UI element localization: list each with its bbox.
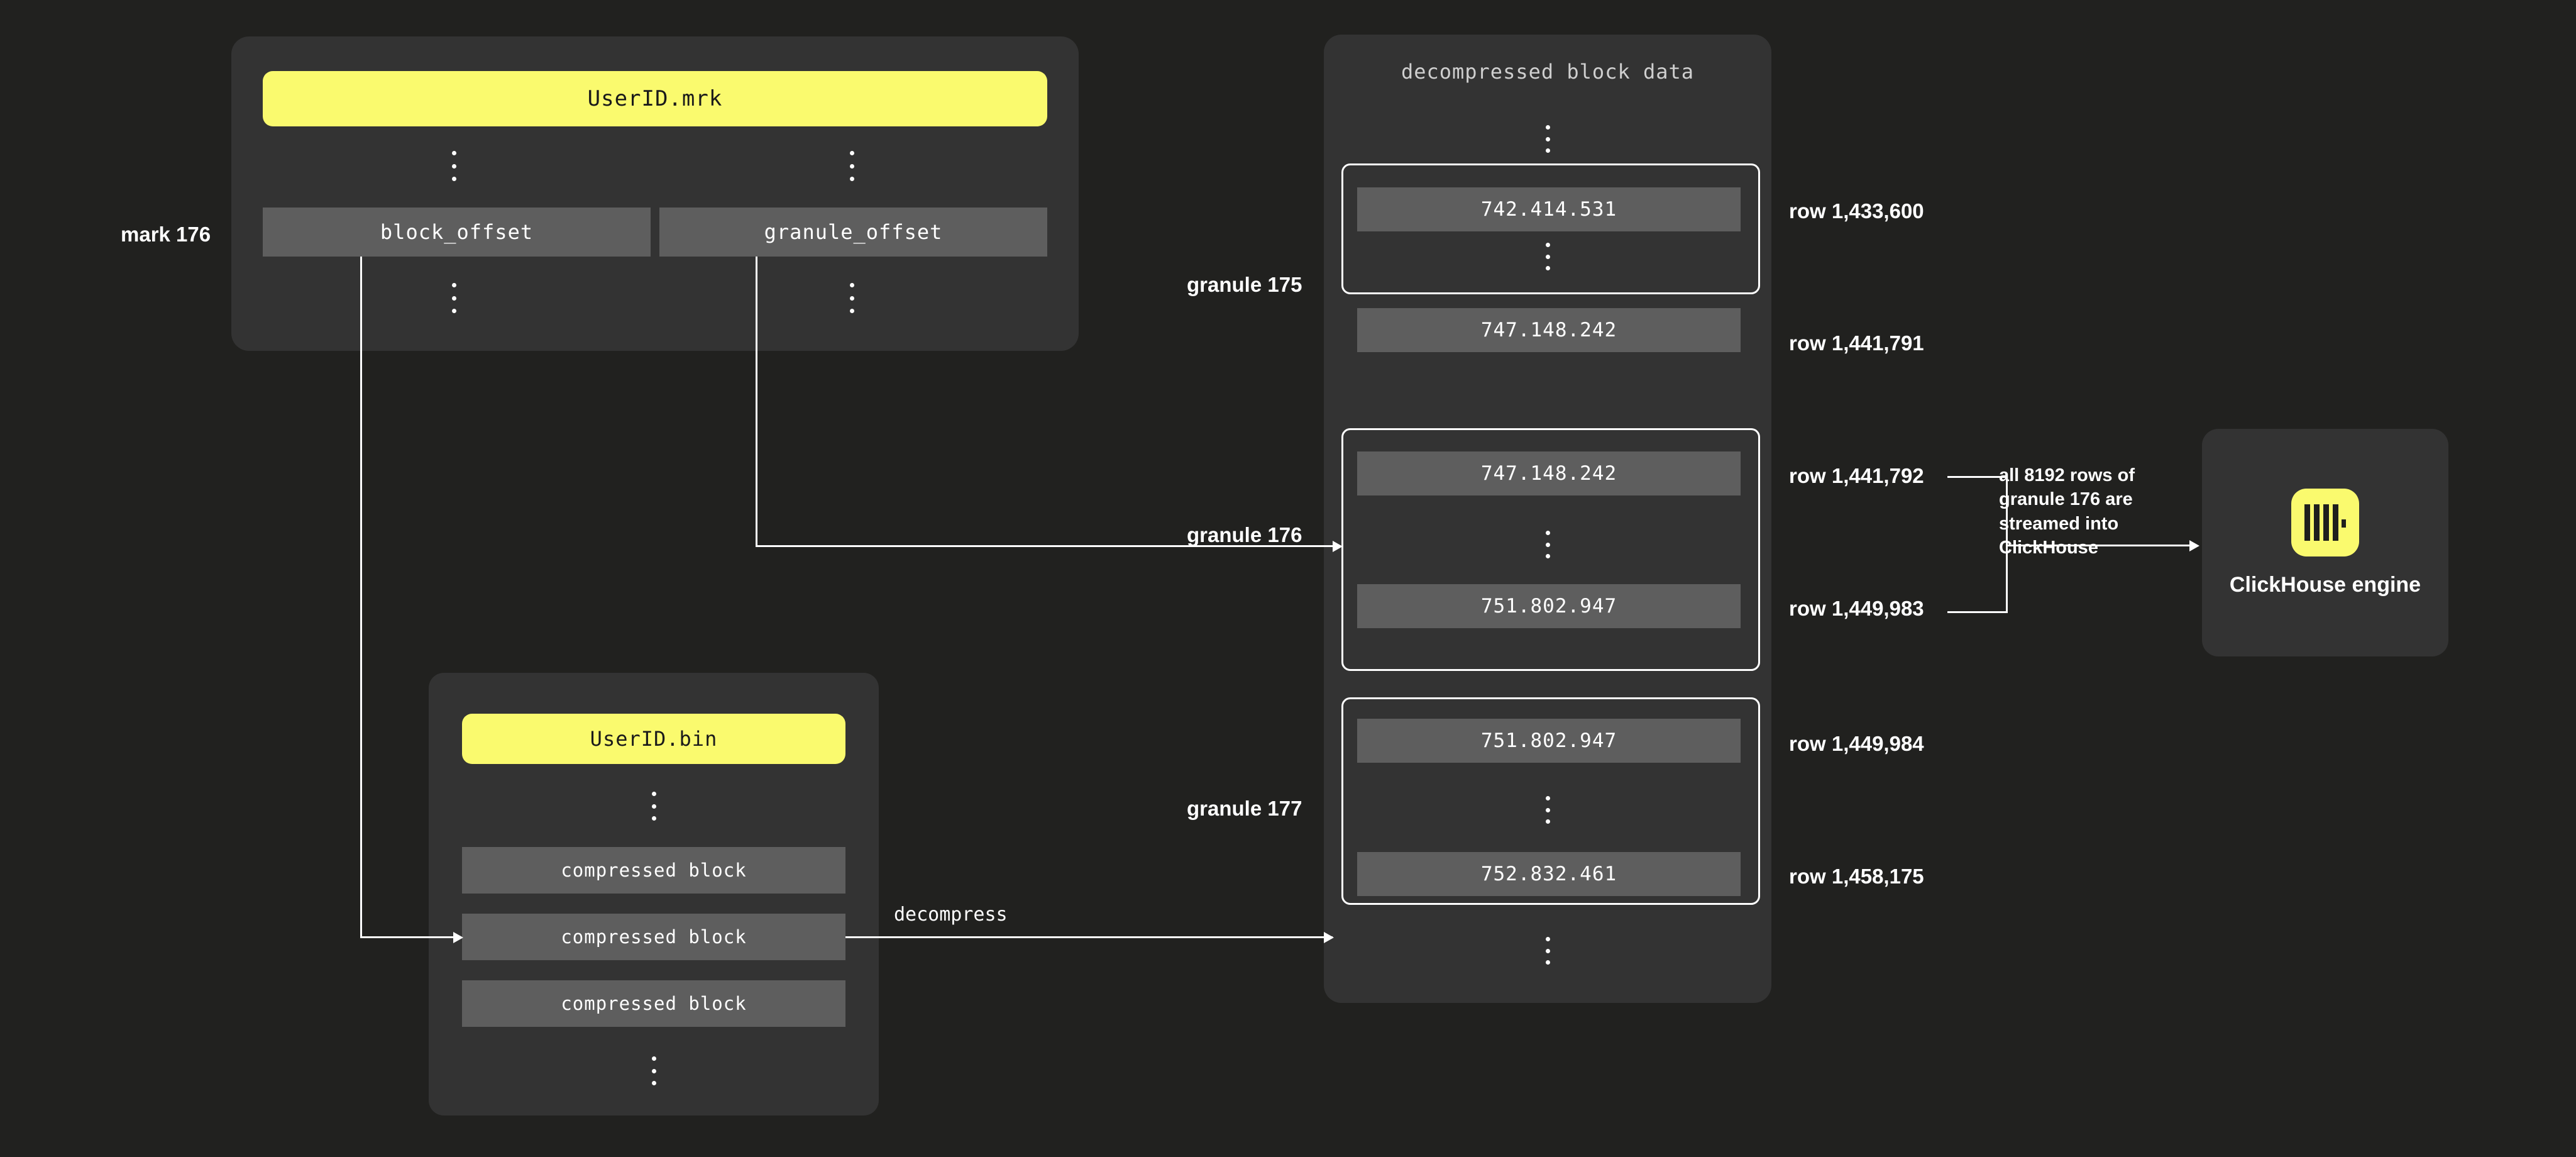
decompress-arrow-line [845, 936, 1333, 938]
decompressed-block-data-title: decompressed block data [1401, 60, 1695, 84]
block-offset-connector-vertical [360, 257, 362, 937]
clickhouse-engine-label: ClickHouse engine [2229, 572, 2421, 597]
mrk-granule-offset-dots-top [849, 151, 854, 181]
granule-175-frame [1341, 163, 1760, 294]
granule-176-inner-dots [1545, 531, 1550, 558]
stream-bracket-bottom [1947, 611, 2008, 613]
decompress-arrowhead [1324, 932, 1334, 943]
stream-arrowhead [2189, 540, 2199, 551]
granule-176-last-row-label: row 1,449,983 [1789, 597, 1924, 620]
decompress-arrow-label: decompress [894, 904, 1008, 926]
granule-175-label: granule 175 [1187, 273, 1302, 296]
granule-177-frame [1341, 697, 1760, 905]
userid-mrk-title: UserID.mrk [263, 71, 1047, 126]
bin-dots-top [651, 792, 656, 821]
bin-dots-bottom [651, 1056, 656, 1085]
mrk-column-granule-offset: granule_offset [659, 208, 1047, 257]
compressed-block-1: compressed block [462, 847, 845, 894]
granule-176-first-row-label: row 1,441,792 [1789, 464, 1924, 487]
granule-175-first-value: 742.414.531 [1357, 187, 1741, 231]
stream-arrow-line [2006, 545, 2194, 546]
granule-177-first-row-label: row 1,449,984 [1789, 732, 1924, 755]
stream-annotation-text: all 8192 rows of granule 176 are streame… [1999, 465, 2135, 558]
granule-176-first-value: 747.148.242 [1357, 451, 1741, 495]
granule-177-label: granule 177 [1187, 797, 1302, 820]
granule-offset-arrowhead [1333, 541, 1343, 552]
block-offset-arrowhead [453, 932, 463, 943]
granule-177-first-value: 751.802.947 [1357, 719, 1741, 763]
granule-177-last-value: 752.832.461 [1357, 852, 1741, 896]
compressed-block-3: compressed block [462, 980, 845, 1027]
granule-offset-connector-horizontal [756, 545, 1333, 547]
block-offset-connector-horizontal [360, 936, 453, 938]
granule-176-label: granule 176 [1187, 523, 1302, 546]
mark-176-label: mark 176 [121, 223, 211, 246]
mrk-block-offset-dots-top [451, 151, 456, 181]
mrk-column-block-offset: block_offset [263, 208, 651, 257]
panel-dots-bottom [1545, 937, 1550, 965]
granule-offset-connector-vertical [756, 257, 757, 547]
granule-175-last-row-label: row 1,441,791 [1789, 331, 1924, 355]
clickhouse-logo-icon [2291, 488, 2359, 556]
granule-177-inner-dots [1545, 796, 1550, 824]
compressed-block-2: compressed block [462, 914, 845, 960]
mrk-granule-offset-dots-bottom [849, 283, 854, 313]
panel-dots-top [1545, 125, 1550, 153]
stream-bracket-top [1947, 476, 2008, 478]
granule-175-last-value: 747.148.242 [1357, 308, 1741, 352]
granule-175-first-row-label: row 1,433,600 [1789, 199, 1924, 223]
granule-176-last-value: 751.802.947 [1357, 584, 1741, 628]
mrk-block-offset-dots-bottom [451, 283, 456, 313]
granule-177-last-row-label: row 1,458,175 [1789, 865, 1924, 888]
clickhouse-engine-card: ClickHouse engine [2202, 429, 2448, 656]
userid-bin-title: UserID.bin [462, 714, 845, 764]
granule-175-inner-dots [1545, 243, 1550, 270]
